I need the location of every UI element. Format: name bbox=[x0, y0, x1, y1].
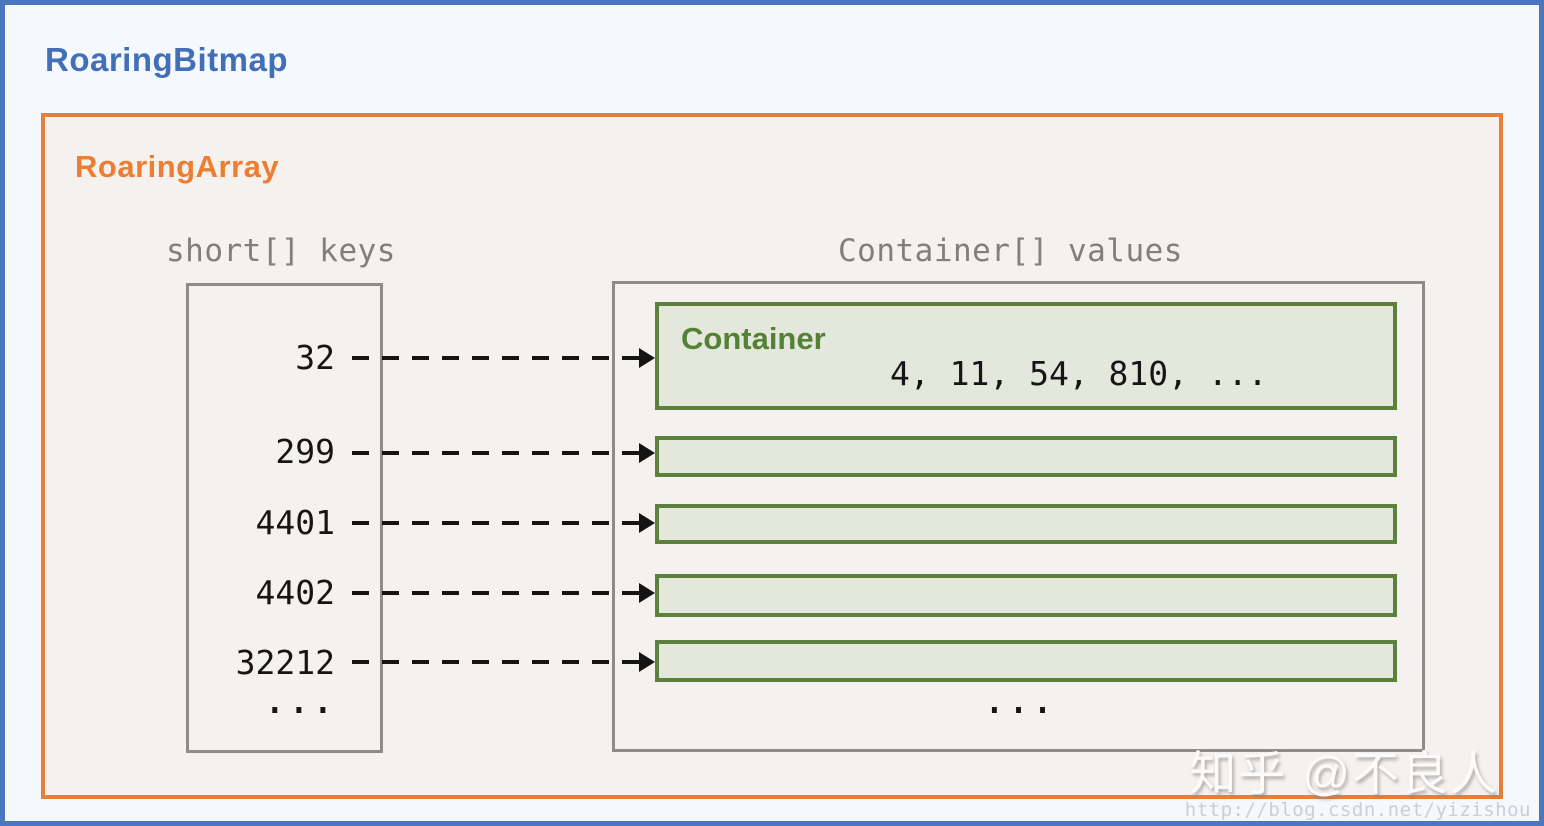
mapping-arrow-0 bbox=[352, 348, 655, 368]
values-ellipsis: ... bbox=[982, 677, 1055, 723]
watermark-credit: 知乎 @不良人 bbox=[1189, 747, 1499, 800]
key-value-3: 4402 bbox=[255, 573, 335, 612]
container-box-4 bbox=[655, 640, 1397, 682]
key-value-4: 32212 bbox=[235, 643, 335, 682]
container-box-0 bbox=[655, 302, 1397, 410]
mapping-arrow-3 bbox=[352, 583, 655, 603]
values-column-header: Container[] values bbox=[838, 233, 1183, 269]
watermark-url: http://blog.csdn.net/yizishou bbox=[1184, 799, 1531, 821]
mapping-arrow-4 bbox=[352, 652, 655, 672]
key-value-2: 4401 bbox=[255, 503, 335, 542]
key-value-1: 299 bbox=[275, 432, 335, 471]
container-box-3 bbox=[655, 574, 1397, 617]
mapping-arrow-2 bbox=[352, 513, 655, 533]
mapping-arrow-1 bbox=[352, 443, 655, 463]
container-box-1 bbox=[655, 436, 1397, 477]
container-box-2 bbox=[655, 504, 1397, 544]
container-type-label: Container bbox=[681, 321, 826, 356]
key-value-0: 32 bbox=[295, 338, 335, 377]
roaring-array-title: RoaringArray bbox=[75, 149, 280, 184]
keys-array-box bbox=[186, 283, 383, 753]
container-contents: 4, 11, 54, 810, ... bbox=[890, 354, 1268, 393]
keys-ellipsis: ... bbox=[262, 677, 335, 723]
values-array-box bbox=[612, 281, 1425, 752]
roaring-bitmap-title: RoaringBitmap bbox=[45, 41, 289, 78]
keys-column-header: short[] keys bbox=[166, 233, 396, 269]
